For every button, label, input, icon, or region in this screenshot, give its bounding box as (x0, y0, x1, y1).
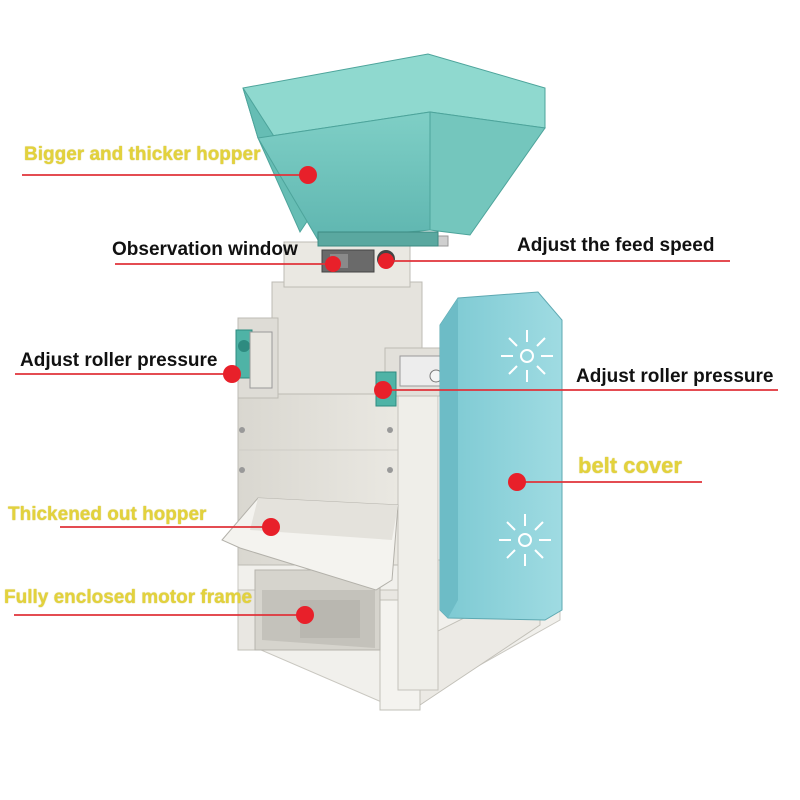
vent-upper (501, 330, 553, 382)
callout-lines (14, 174, 778, 616)
callout-dot-observation (325, 256, 341, 272)
label-roller-pressure-left: Adjust roller pressure (20, 350, 218, 371)
label-belt-cover: belt cover (578, 453, 682, 478)
vent-lower (499, 514, 551, 566)
callout-dot-feed-speed (378, 253, 394, 269)
roller-adjuster-left (235, 329, 273, 389)
callout-dots (223, 166, 526, 624)
callout-dot-motor-frame (296, 606, 314, 624)
motor-frame (254, 569, 381, 651)
callout-dot-out-hopper (262, 518, 280, 536)
callout-dot-hopper (299, 166, 317, 184)
label-observation-window: Observation window (112, 239, 298, 260)
label-out-hopper: Thickened out hopper (8, 504, 207, 525)
callout-dot-belt-cover (508, 473, 526, 491)
label-motor-frame: Fully enclosed motor frame (4, 587, 253, 608)
label-feed-speed: Adjust the feed speed (517, 235, 715, 256)
label-roller-pressure-right: Adjust roller pressure (576, 366, 774, 387)
hopper (242, 53, 546, 247)
callout-dot-roller-left (223, 365, 241, 383)
belt-cover (439, 291, 563, 621)
callout-dot-roller-right (374, 381, 392, 399)
label-hopper: Bigger and thicker hopper (24, 144, 261, 165)
upper-housing (237, 235, 449, 399)
